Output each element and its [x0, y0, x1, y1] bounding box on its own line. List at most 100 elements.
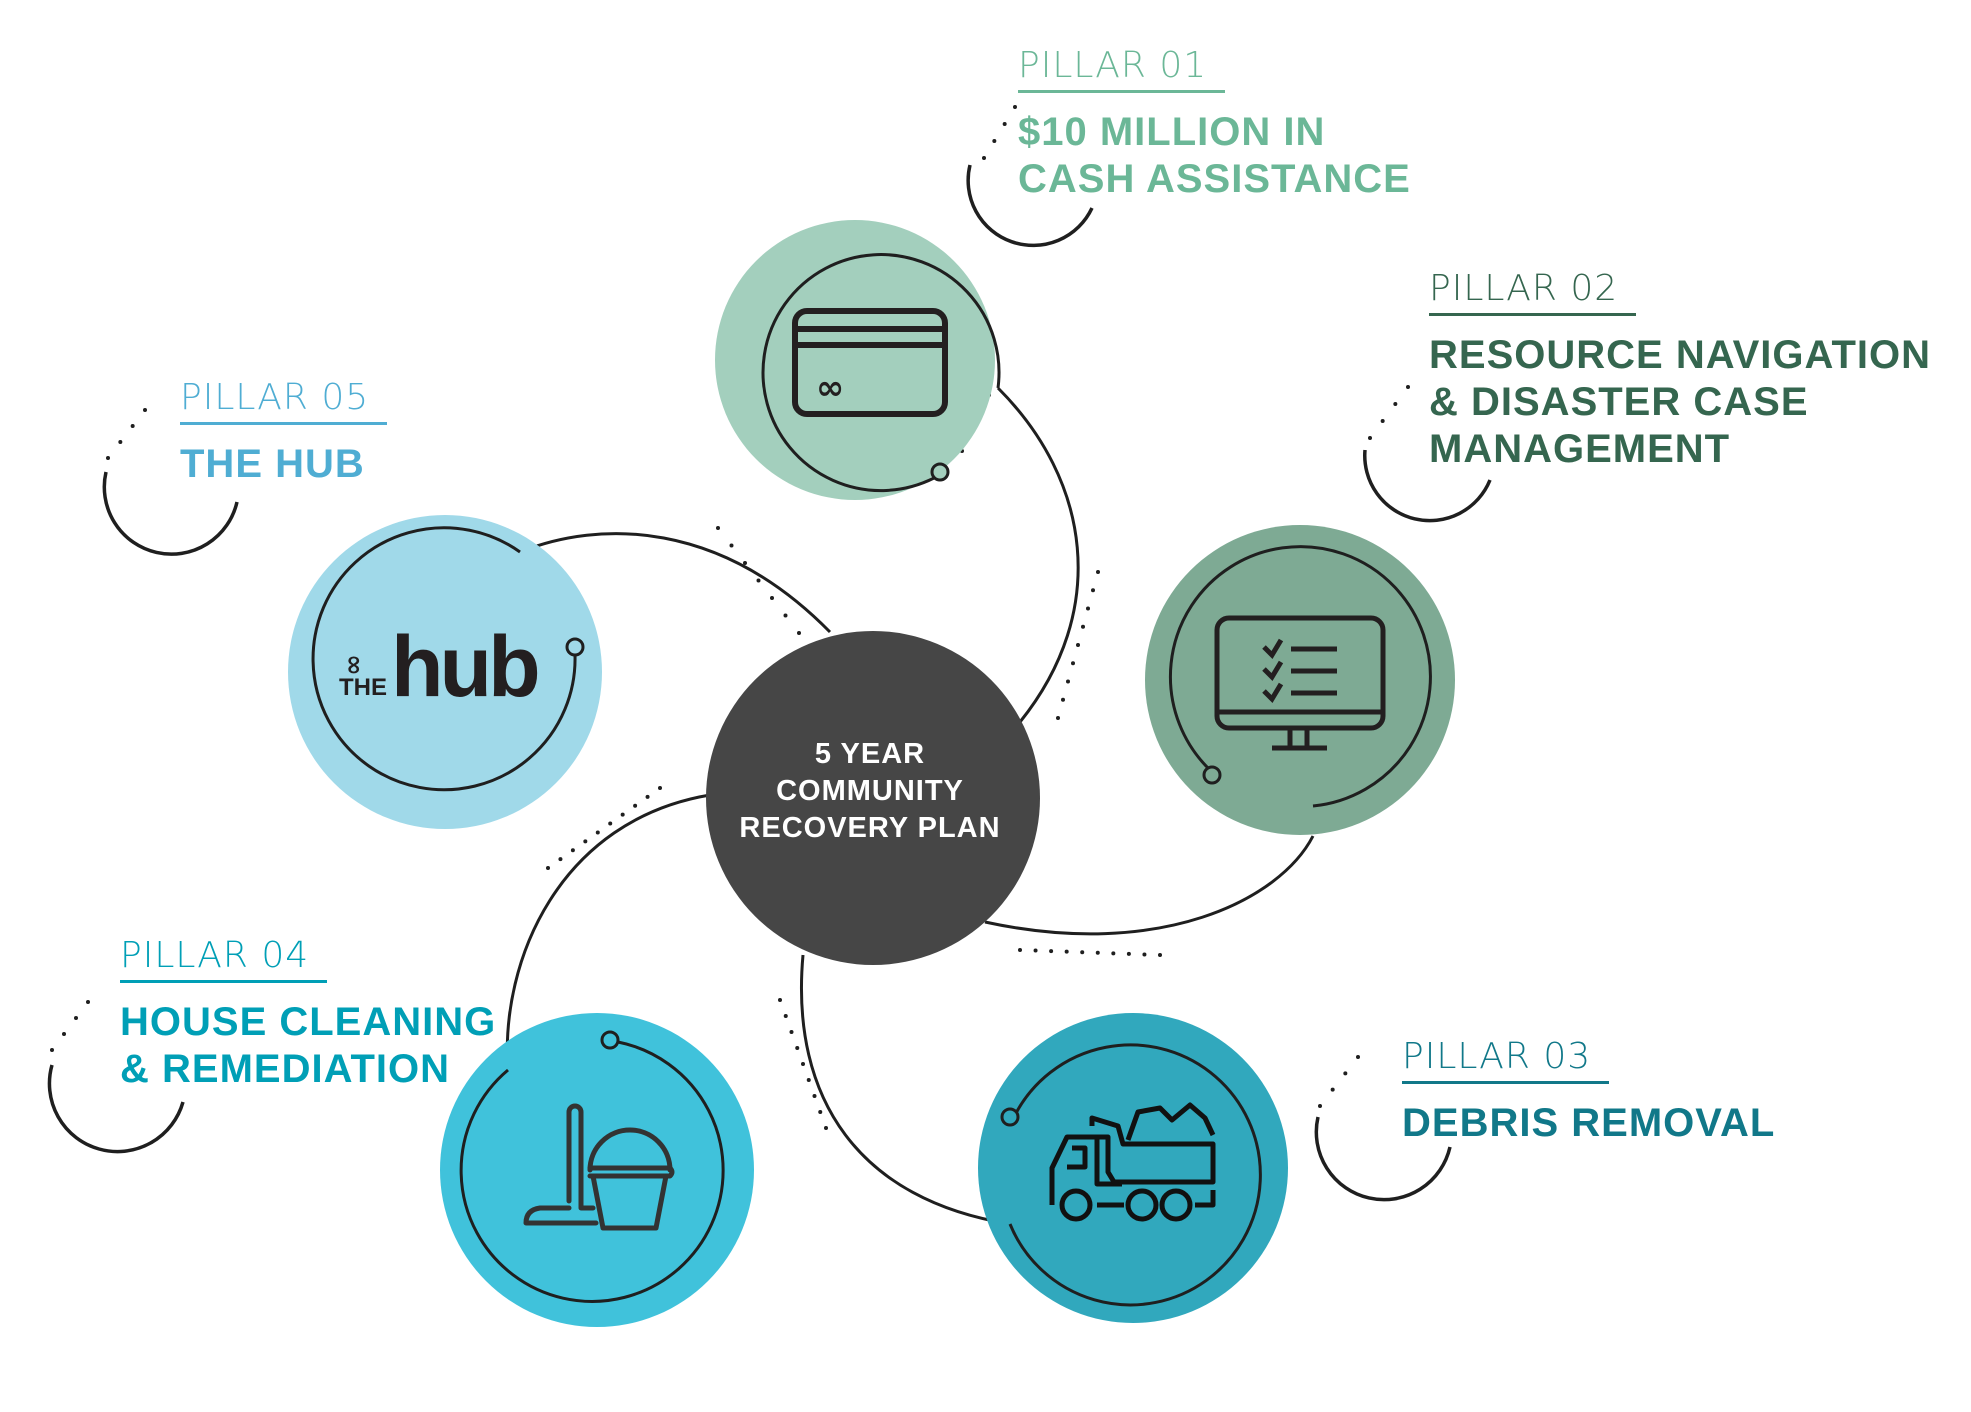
accent-dot [1018, 948, 1022, 952]
accent-dot [982, 156, 986, 160]
pillar-04-orbit [459, 1040, 725, 1303]
pillar-04-title: HOUSE CLEANING & REMEDIATION [120, 999, 496, 1093]
pillar-title-line: $10 MILLION IN [1018, 110, 1326, 154]
accent-dot [570, 848, 575, 853]
accent-dot [1330, 1087, 1335, 1092]
pillar-01-node [715, 220, 1001, 500]
accent-dot [595, 830, 600, 835]
accent-dot [783, 1014, 788, 1018]
pillar-01-tag: PILLAR 01 [1018, 45, 1226, 93]
accent-dot [645, 794, 650, 799]
pillar-05-orbit [311, 526, 577, 792]
accent-dot [1091, 588, 1095, 593]
accent-dot [74, 1016, 78, 1020]
accent-dot [620, 812, 625, 817]
hub-infinity-icon: ∞ [338, 654, 369, 676]
pillar-title-line: HOUSE CLEANING [120, 1000, 497, 1044]
pillar-title-line: MANAGEMENT [1429, 427, 1731, 471]
accent-dot [1380, 419, 1385, 423]
accent-dot [1126, 951, 1131, 956]
accent-dot [1343, 1071, 1348, 1076]
accent-dot [62, 1032, 66, 1036]
accent-dot [1318, 1104, 1322, 1108]
pillar-title-line: & DISASTER CASE [1429, 380, 1809, 424]
center-title-line: 5 YEAR [814, 738, 926, 770]
accent-dot [1061, 697, 1065, 702]
accent-dot [778, 998, 782, 1002]
pillar-01-orbit [761, 253, 1001, 493]
accent-dot [1064, 949, 1069, 954]
pillar-04-label: PILLAR 04 HOUSE CLEANING & REMEDIATION [120, 935, 496, 1093]
pillar-01-title: $10 MILLION IN CASH ASSISTANCE [1018, 109, 1411, 203]
accent-dot [1096, 570, 1100, 574]
center-title-line: RECOVERY PLAN [739, 812, 1001, 844]
pillar-02-node-dot[interactable] [1202, 765, 1222, 785]
hub-logo-small: THE [339, 674, 387, 701]
pillar-02-orbit [1168, 545, 1432, 808]
connector-cleaning-center [505, 793, 711, 1071]
accent-dot [143, 408, 147, 412]
accent-dot [1013, 105, 1017, 109]
center-circle [706, 631, 1040, 965]
center-title-line: COMMUNITY [776, 775, 964, 807]
accent-dot [1368, 436, 1372, 440]
pillar-title-line: RESOURCE NAVIGATION [1429, 333, 1931, 377]
accent-dot [1071, 661, 1075, 666]
accent-dot [812, 1094, 817, 1098]
accent-dot [783, 613, 788, 618]
pillar-04-node [440, 1013, 754, 1327]
pillar-03-node-dot[interactable] [1000, 1107, 1020, 1127]
accent-dot [756, 578, 761, 583]
accent-dot [1095, 950, 1100, 955]
pillar-05-node-dot[interactable] [565, 637, 585, 657]
center-title: 5 YEAR COMMUNITY RECOVERY PLAN [700, 736, 1040, 847]
accent-dot [1002, 122, 1007, 126]
accent-dot [1142, 952, 1147, 957]
pillar-05-title: THE HUB [180, 441, 387, 488]
accent-dot [546, 866, 550, 870]
connector-card-center [996, 386, 1080, 723]
pillar-02-circle [1145, 525, 1455, 835]
connector-lines [505, 386, 1315, 1226]
accent-dot [824, 1126, 828, 1130]
pillar-03-title: DEBRIS REMOVAL [1402, 1100, 1775, 1147]
accent-dot [118, 440, 123, 444]
pillar-01-node-dot[interactable] [930, 462, 950, 482]
pillar-02-label: PILLAR 02 RESOURCE NAVIGATION & DISASTER… [1429, 268, 1931, 473]
pillar-03-label: PILLAR 03 DEBRIS REMOVAL [1402, 1036, 1775, 1147]
pillar-03-node [978, 1013, 1288, 1323]
accent-dot [795, 1046, 800, 1050]
accent-dot [1056, 716, 1060, 720]
accent-dot [789, 1030, 794, 1034]
accent-dot [1076, 643, 1080, 647]
pillar-05-tag: PILLAR 05 [180, 377, 388, 425]
accent-dot [1081, 624, 1085, 629]
pillar-04-tag: PILLAR 04 [120, 935, 328, 983]
pillar-02-node [1145, 525, 1455, 835]
label-arc-01 [966, 164, 1094, 248]
accent-dot [1406, 385, 1410, 389]
pillar-title-line: DEBRIS REMOVAL [1402, 1101, 1776, 1145]
pillar-title-line: THE HUB [180, 442, 365, 486]
pillar-05-node [288, 515, 602, 829]
pillar-01-circle [715, 220, 995, 500]
dump-truck-icon [1049, 1102, 1216, 1222]
accent-dot [86, 1000, 90, 1004]
accent-dot [658, 786, 662, 790]
pillar-02-title: RESOURCE NAVIGATION & DISASTER CASE MANA… [1429, 332, 1931, 473]
pillar-04-node-dot[interactable] [600, 1030, 620, 1050]
accent-dot [1049, 949, 1054, 954]
label-arc-02 [1363, 449, 1492, 523]
accent-dot [797, 631, 801, 635]
accent-dot [1033, 948, 1038, 953]
accent-dot [818, 1110, 823, 1114]
pillar-03-circle [978, 1013, 1288, 1323]
label-arc-03 [1314, 1116, 1452, 1202]
accent-dot [1393, 402, 1398, 406]
hub-logo-large: hub [391, 619, 541, 715]
pillar-03-tag: PILLAR 03 [1402, 1036, 1610, 1084]
accent-dot [1080, 950, 1085, 955]
pillar-02-tag: PILLAR 02 [1429, 268, 1637, 316]
accent-dot [608, 821, 613, 826]
